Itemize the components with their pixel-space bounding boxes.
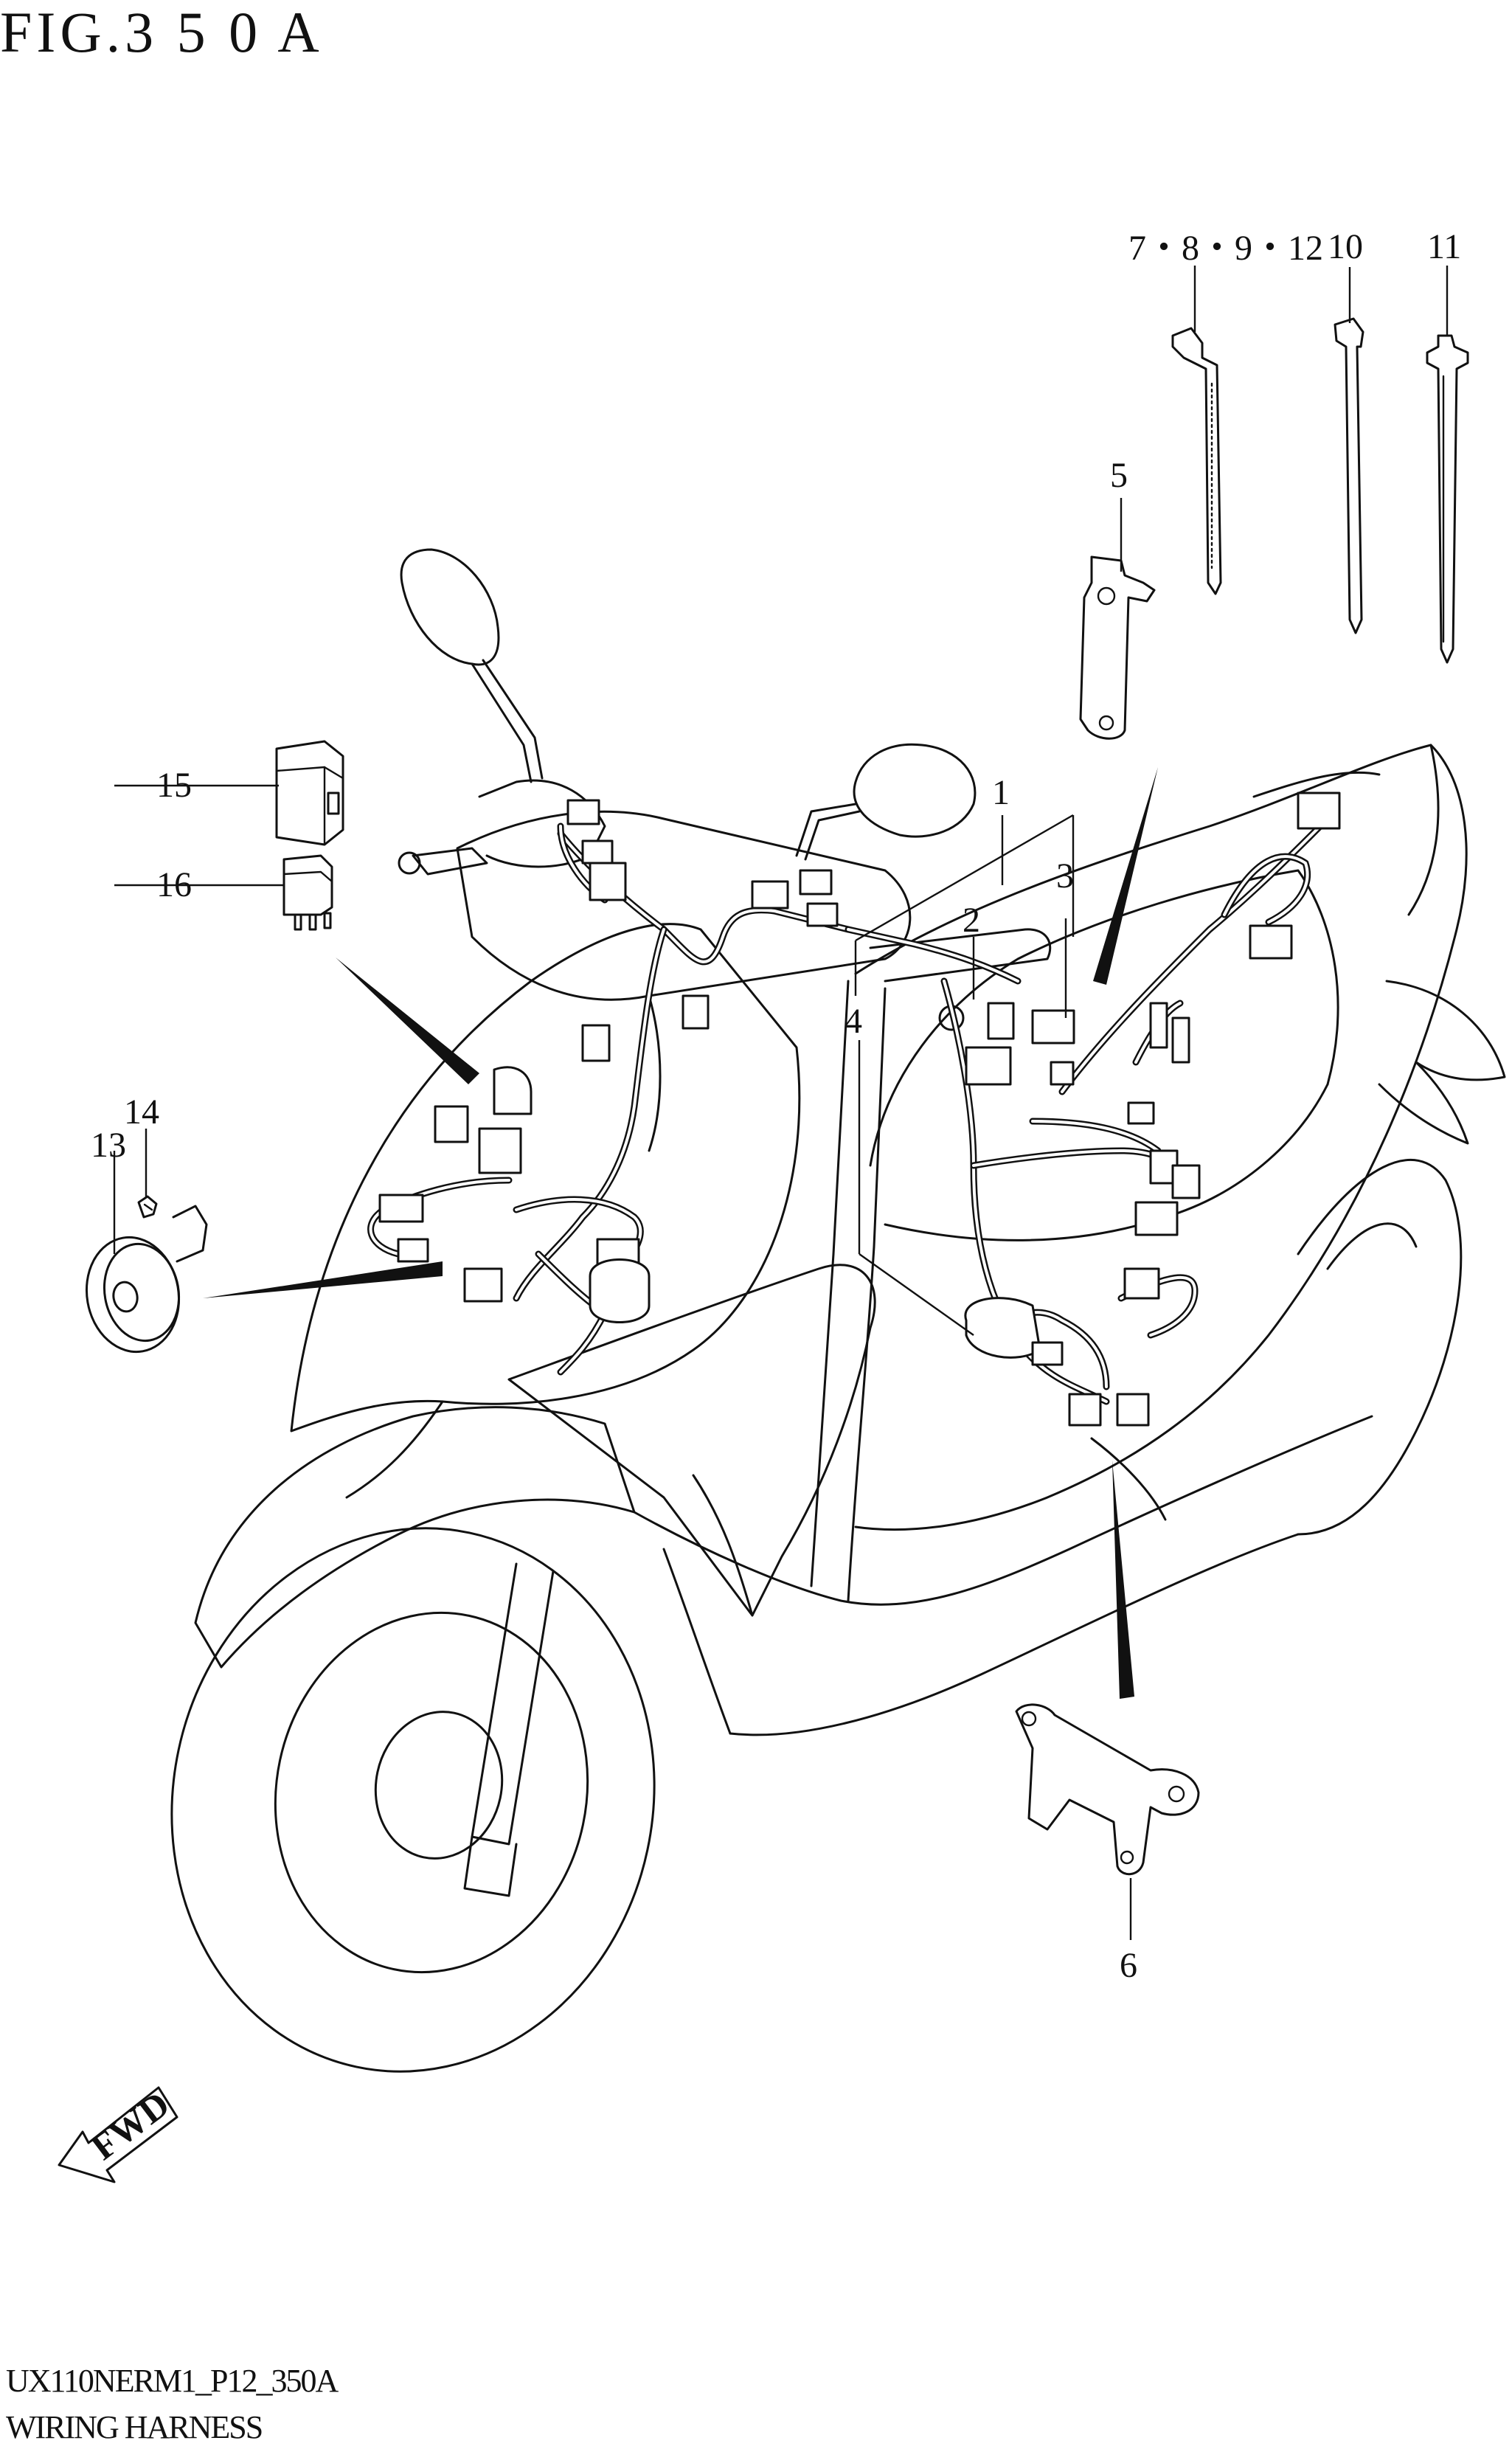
clamp-band: [1171, 327, 1222, 595]
callout-labels: 1 2 3 4 5 6 7・8・9・12 10 11 13 14 15 16: [91, 227, 1461, 1985]
callout-6: 6: [1120, 1946, 1137, 1985]
footer-code: UX110NERM1_P12_350A: [6, 2363, 339, 2399]
callout-4: 4: [845, 1002, 862, 1041]
figure-title: FIG.3 5 0 A: [0, 0, 324, 64]
horn-13: [85, 1205, 208, 1354]
bracket-6: [1015, 1703, 1200, 1876]
callout-14: 14: [124, 1092, 159, 1132]
fwd-arrow: FWD: [58, 2083, 178, 2183]
callout-5: 5: [1110, 456, 1128, 495]
leader-lines: [113, 266, 1449, 1940]
callout-10: 10: [1328, 227, 1363, 266]
callout-2: 2: [963, 901, 980, 940]
relay-15: [275, 740, 344, 846]
callout-3: 3: [1056, 856, 1074, 896]
callout-11: 11: [1427, 227, 1461, 266]
callout-1: 1: [992, 773, 1010, 812]
cable-tie-10: [1334, 317, 1364, 634]
footer-name: WIRING HARNESS: [6, 2409, 262, 2445]
callout-7-8-9-12: 7・8・9・12: [1128, 229, 1323, 268]
screw-14: [137, 1195, 158, 1219]
harness-connectors: [378, 791, 1341, 1427]
bracket-5: [1079, 555, 1156, 740]
relay-16: [282, 854, 333, 931]
callout-13: 13: [91, 1126, 126, 1165]
callout-15: 15: [156, 766, 192, 805]
scooter-outline: [170, 548, 1506, 2073]
callout-16: 16: [156, 865, 192, 904]
clamp-clip-11: [1426, 334, 1469, 664]
